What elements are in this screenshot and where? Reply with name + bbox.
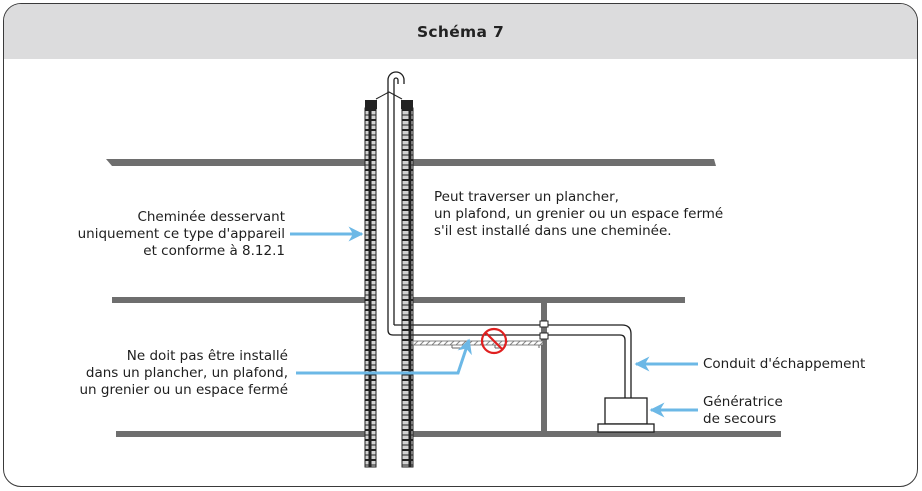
generator-line: de secours	[703, 411, 777, 427]
exhaust-label: Conduit d'échappement	[703, 356, 865, 373]
chimney-label-line: et conforme à 8.12.1	[143, 243, 285, 259]
diagram-frame: Schéma 7	[3, 3, 918, 487]
generator-line: Génératrice	[703, 394, 783, 410]
may-pass-label: Peut traverser un plancher, un plafond, …	[434, 189, 774, 240]
must-not-line: dans un plancher, un plafond,	[85, 365, 288, 381]
may-pass-line: s'il est installé dans une cheminée.	[434, 223, 672, 239]
may-pass-line: Peut traverser un plancher,	[434, 189, 619, 205]
floor-bottom	[116, 431, 781, 437]
floor-top	[106, 159, 716, 166]
must-not-line: un grenier ou un espace fermé	[79, 382, 288, 398]
ceiling-hatch	[412, 340, 544, 349]
must-not-line: Ne doit pas être installé	[126, 348, 288, 364]
diagram-title: Schéma 7	[416, 22, 505, 41]
generator-label: Génératrice de secours	[703, 394, 783, 428]
support-post	[541, 303, 547, 431]
chimney-label: Cheminée desservant uniquement ce type d…	[25, 209, 285, 260]
floor-middle	[112, 297, 685, 303]
prohibited-sign-icon	[480, 327, 508, 355]
chimney-label-line: uniquement ce type d'appareil	[77, 226, 285, 242]
exhaust-pipe	[387, 71, 632, 398]
generator	[597, 397, 655, 433]
exhaust-line: Conduit d'échappement	[703, 356, 866, 372]
chimney-label-line: Cheminée desservant	[137, 209, 285, 225]
must-not-label: Ne doit pas être installé dans un planch…	[8, 348, 288, 399]
pipe-hanger	[539, 320, 549, 328]
header-bar: Schéma 7	[4, 4, 917, 59]
chimney	[364, 91, 414, 468]
arrow-icon	[296, 338, 472, 375]
may-pass-line: un plafond, un grenier ou un espace ferm…	[434, 206, 724, 222]
